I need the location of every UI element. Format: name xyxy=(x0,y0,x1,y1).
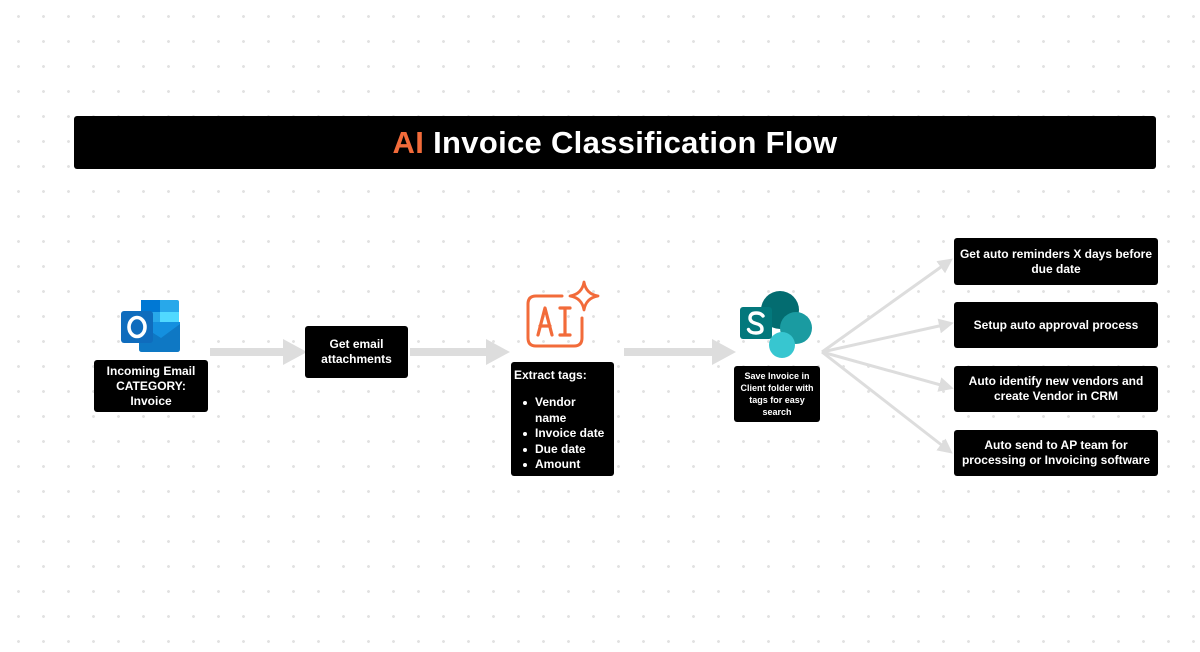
save-invoice-step: Save Invoice in Client folder with tags … xyxy=(734,366,820,422)
save-invoice-line2: Client folder with xyxy=(740,383,814,393)
outcome-auto-reminders: Get auto reminders X days before due dat… xyxy=(954,238,1158,285)
ai-sparkle-icon xyxy=(526,280,600,348)
outlook-icon xyxy=(121,300,180,352)
get-attachments-line2: attachments xyxy=(321,352,392,366)
outcome-auto-approval-line1: Setup auto approval process xyxy=(973,317,1139,332)
flow-arrow-email-to-attachments xyxy=(210,339,307,365)
outcome-send-ap-team-line1: Auto send to AP team for xyxy=(984,438,1128,452)
fan-arrow-approval xyxy=(821,318,954,354)
extract-tags-heading: Extract tags: xyxy=(514,368,587,382)
incoming-email-step: Incoming Email CATEGORY: Invoice xyxy=(94,360,208,412)
get-attachments-step: Get email attachments xyxy=(305,326,408,378)
save-invoice-line1: Save Invoice in xyxy=(744,371,810,381)
get-attachments-line1: Get email xyxy=(329,337,384,351)
outcome-send-ap-team-line2: processing or Invoicing software xyxy=(961,453,1151,467)
tag-due-date: Due date xyxy=(521,442,608,458)
extract-tags-list: Vendor name Invoice date Due date Amount xyxy=(514,395,608,473)
tag-vendor-name: Vendor name xyxy=(521,395,608,426)
diagram-title: AI Invoice Classification Flow xyxy=(74,116,1156,169)
tag-amount: Amount xyxy=(521,457,608,473)
tag-invoice-date: Invoice date xyxy=(521,426,608,442)
outcome-identify-vendors-line2: create Vendor in CRM xyxy=(993,389,1119,403)
outcome-auto-reminders-line1: Get auto reminders X days before xyxy=(959,246,1153,261)
outcome-identify-vendors-line1: Auto identify new vendors and xyxy=(968,374,1144,388)
flow-arrow-attachments-to-extract xyxy=(410,339,510,365)
outcome-auto-reminders-line2: due date xyxy=(1031,261,1081,276)
fan-arrow-ap-team xyxy=(821,350,953,454)
save-invoice-line3: tags for easy xyxy=(749,395,805,405)
fan-arrow-vendors xyxy=(821,350,954,392)
sharepoint-icon xyxy=(740,291,812,358)
incoming-email-line1: Incoming Email xyxy=(106,363,196,378)
flow-arrow-extract-to-sharepoint xyxy=(624,339,736,365)
fan-arrow-reminders xyxy=(821,258,953,354)
save-invoice-line4: search xyxy=(762,407,792,417)
title-accent: AI xyxy=(392,124,425,160)
outcome-auto-approval: Setup auto approval process xyxy=(954,302,1158,348)
title-text: Invoice Classification Flow xyxy=(433,124,838,160)
outcome-send-ap-team: Auto send to AP team for processing or I… xyxy=(954,430,1158,476)
incoming-email-line2: CATEGORY: Invoice xyxy=(116,378,186,408)
outcome-identify-vendors: Auto identify new vendors and create Ven… xyxy=(954,366,1158,412)
extract-tags-step: Extract tags: Vendor name Invoice date D… xyxy=(511,362,614,476)
